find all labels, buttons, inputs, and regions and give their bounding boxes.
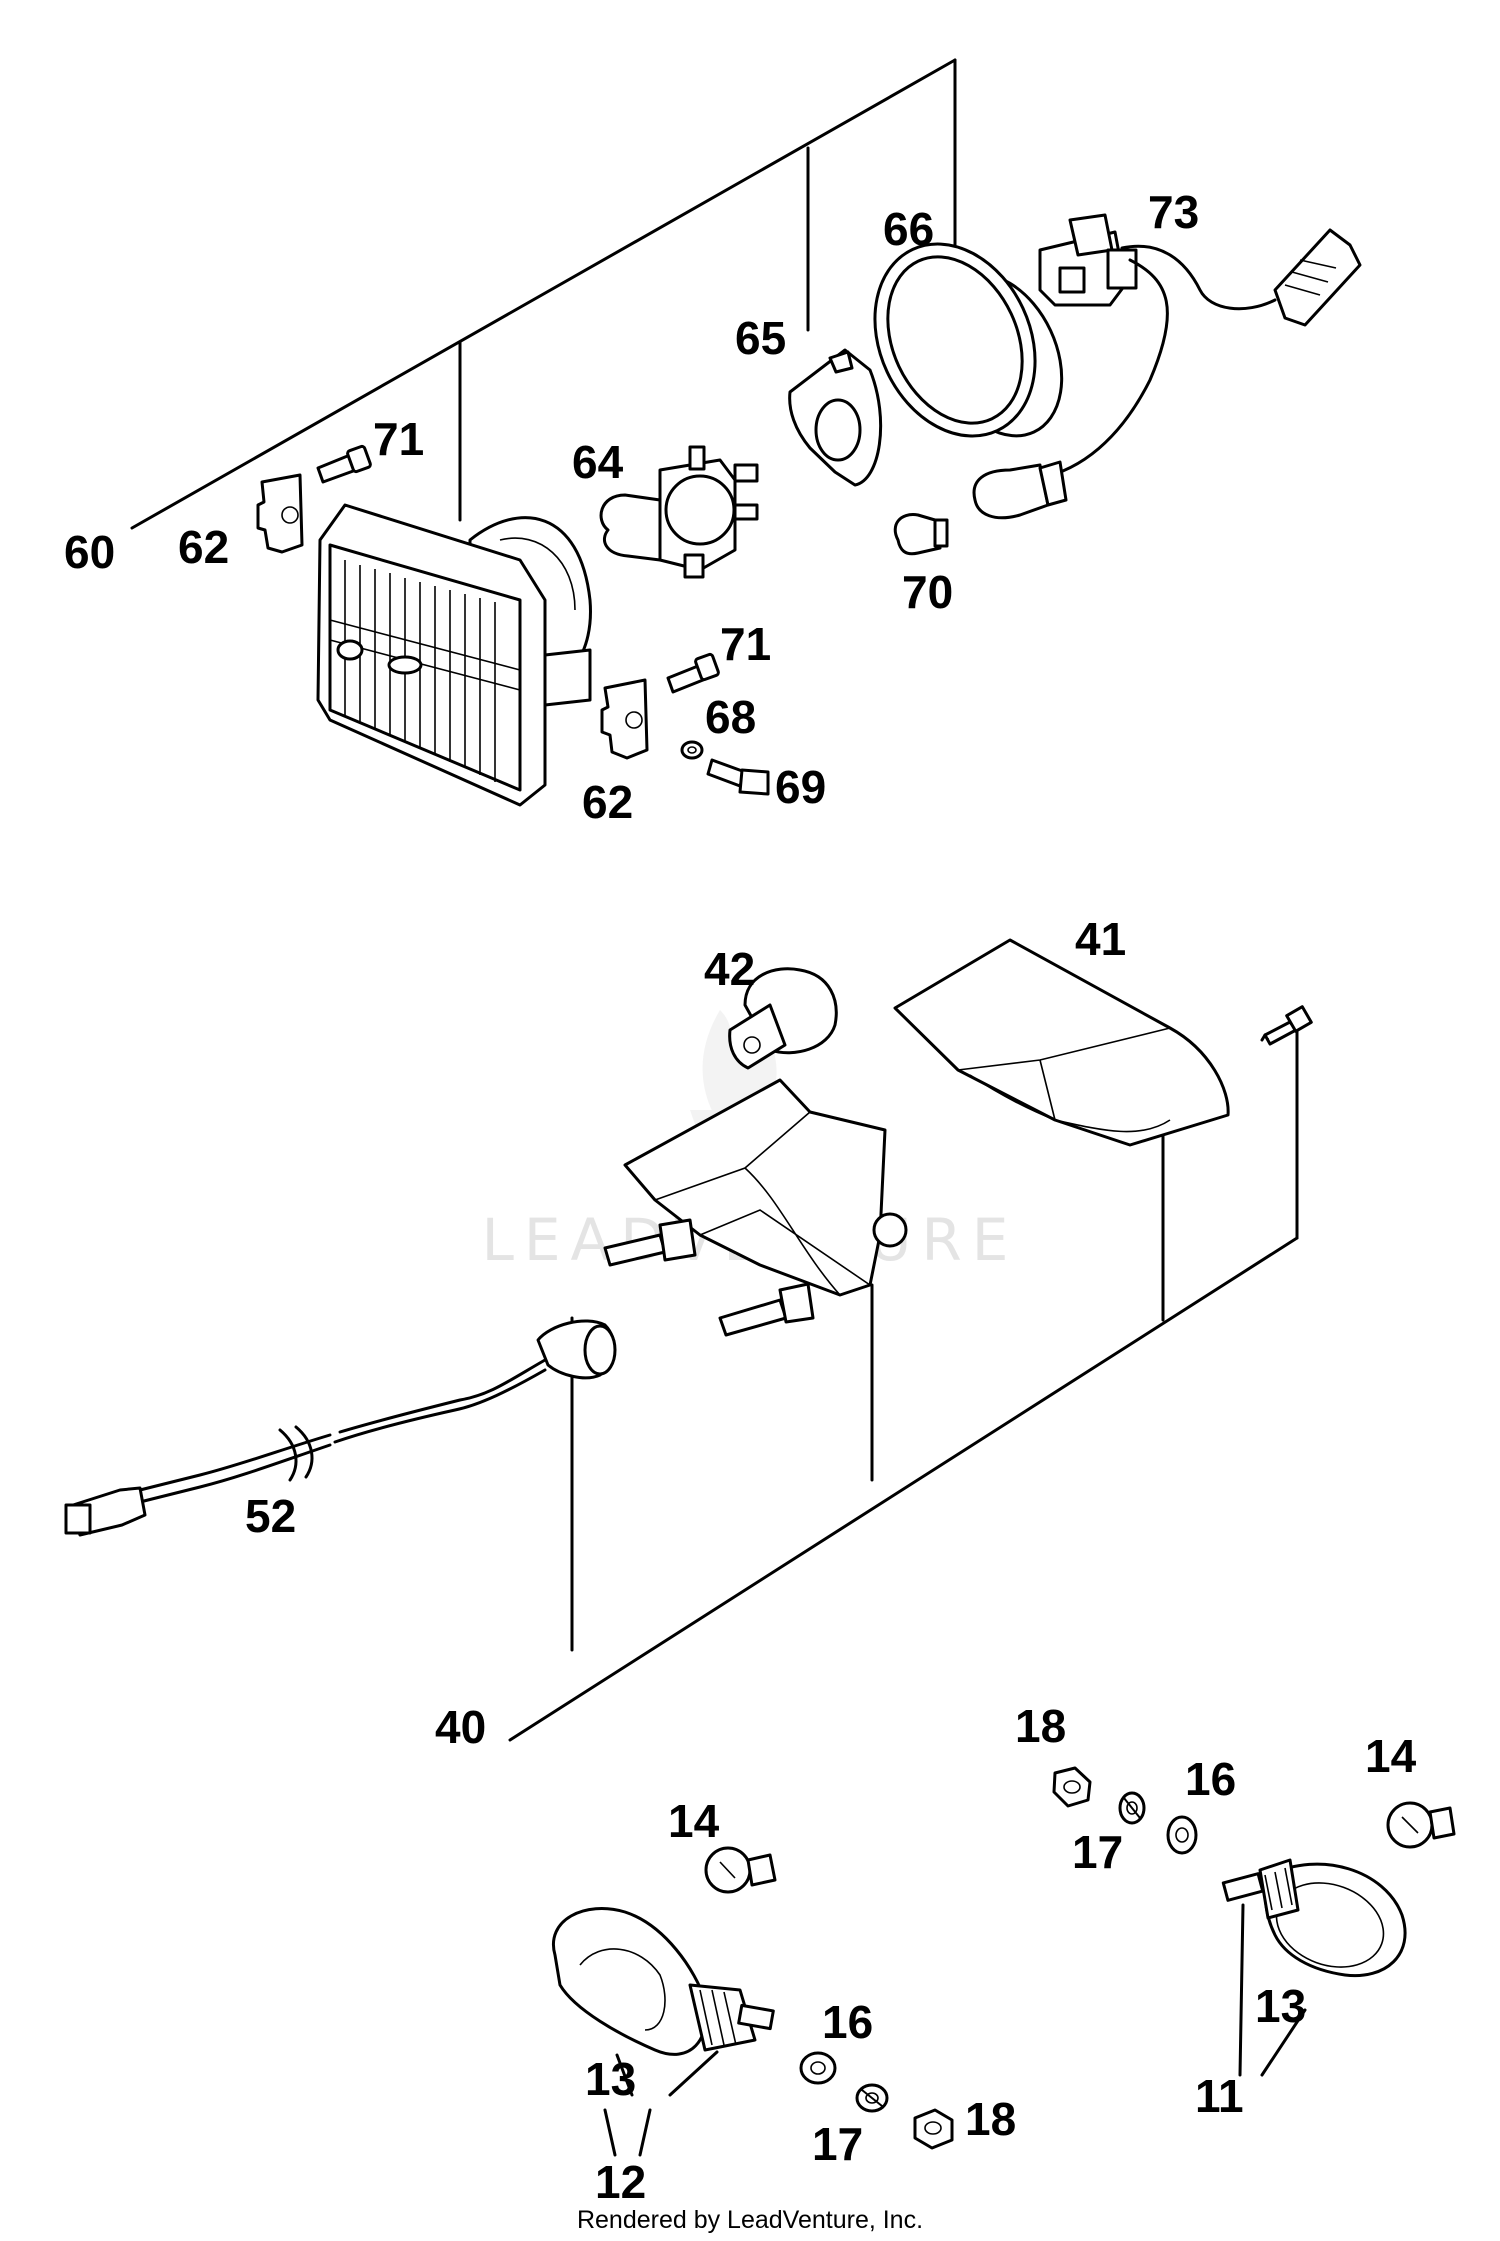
screw-taillight: [1260, 1005, 1313, 1046]
leader-line-60: [130, 58, 957, 530]
taillight-lens-41: [893, 938, 1230, 1147]
label-70: 70: [902, 566, 953, 618]
taillight-bulb-42: [728, 967, 838, 1070]
label-42: 42: [704, 943, 755, 995]
nut-18-left: [913, 2108, 954, 2150]
turn-bulb-14-right: [1386, 1801, 1456, 1849]
headlight-bulb-64: [599, 445, 759, 579]
label-62-upper: 62: [178, 521, 229, 573]
headlight-housing: [316, 503, 592, 807]
label-41: 41: [1075, 913, 1126, 965]
wiring-harness-73: [1038, 213, 1362, 480]
turn-signal-left: [552, 1907, 775, 2056]
screw-71-upper: [316, 444, 372, 484]
bracket-62-lower: [600, 678, 649, 760]
label-73: 73: [1148, 186, 1199, 238]
bolt-69: [706, 758, 770, 796]
label-13-left: 13: [585, 2053, 636, 2105]
screw-71-lower: [666, 652, 720, 694]
leader-11-a: [1238, 1903, 1245, 2077]
turn-bulb-14-left: [704, 1846, 777, 1894]
lock-washer-17-right: [1118, 1791, 1146, 1825]
label-18-right: 18: [1015, 1700, 1066, 1752]
label-69: 69: [775, 761, 826, 813]
label-12: 12: [595, 2156, 646, 2208]
leader-12-b: [603, 2108, 617, 2157]
label-13-right: 13: [1255, 1980, 1306, 2032]
leader-12-c: [638, 2108, 652, 2157]
nut-18-right: [1052, 1766, 1092, 1808]
label-66: 66: [883, 203, 934, 255]
label-71-upper: 71: [373, 413, 424, 465]
label-52: 52: [245, 1490, 296, 1542]
wiring-cable-52: [64, 1319, 617, 1537]
label-11: 11: [1195, 2070, 1244, 2122]
footer-credit: Rendered by LeadVenture, Inc.: [577, 2206, 923, 2234]
parking-bulb-70: [893, 460, 1068, 556]
turn-signal-right: [1221, 1858, 1407, 1978]
label-62-lower: 62: [582, 776, 633, 828]
leader-line-40: [508, 1236, 1299, 1742]
label-14-left: 14: [668, 1795, 720, 1847]
label-40: 40: [435, 1701, 486, 1753]
label-64: 64: [572, 436, 624, 488]
label-60: 60: [64, 526, 115, 578]
leader-13-left: [615, 2053, 634, 2097]
leader-12-a: [668, 2050, 719, 2097]
bracket-62-upper: [256, 473, 304, 554]
washer-16-right: [1166, 1815, 1198, 1855]
label-68: 68: [705, 691, 756, 743]
label-18-left: 18: [965, 2093, 1016, 2145]
retaining-ring-65: [788, 348, 883, 487]
washer-16-left: [799, 2051, 837, 2085]
leader-11-b: [1260, 2008, 1307, 2077]
label-14-right: 14: [1365, 1730, 1417, 1782]
taillight-base: [603, 1078, 908, 1337]
label-16-left: 16: [822, 1996, 873, 2048]
label-17-right: 17: [1072, 1826, 1123, 1878]
lock-washer-17-left: [855, 2083, 889, 2113]
label-71-lower: 71: [720, 618, 771, 670]
washer-68: [680, 740, 704, 760]
headlight-assembly: 60 62 71 64 65 66 73 70 71 68 69 62: [64, 58, 1362, 828]
label-16-right: 16: [1185, 1753, 1236, 1805]
reflector-ring-66: [873, 242, 1064, 438]
taillight-assembly: 42 41 52 40: [64, 913, 1313, 1753]
turn-signal-assembly: 18 16 17 14 14 13 11 13 12 16 17 18: [552, 1700, 1456, 2208]
label-17-left: 17: [812, 2118, 863, 2170]
label-65: 65: [735, 312, 786, 364]
